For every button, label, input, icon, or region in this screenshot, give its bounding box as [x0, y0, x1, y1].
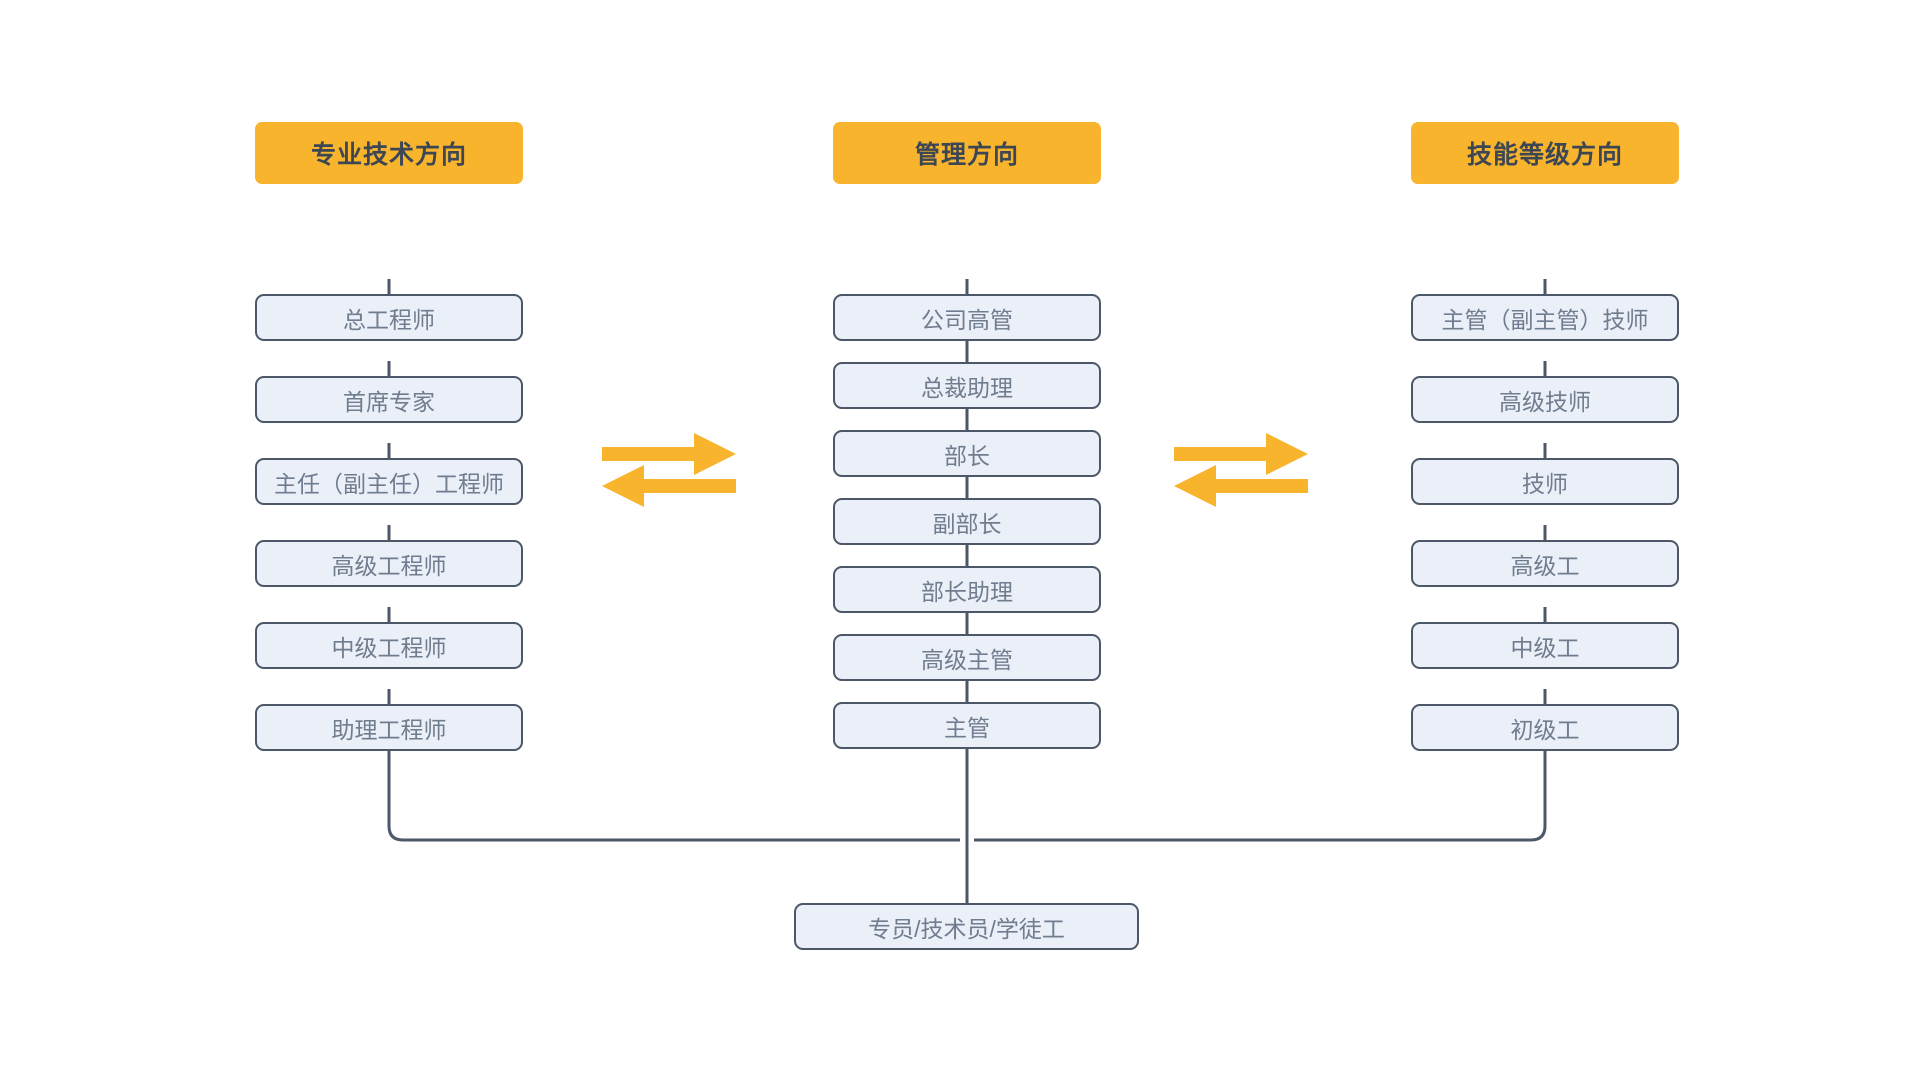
column-header-management[interactable]: 管理方向: [833, 122, 1101, 184]
node-technical-3[interactable]: 高级工程师: [255, 540, 523, 587]
column-skill: 技能等级方向 主管（副主管）技师 高级技师 技师 高级工 中级工 初级工: [1411, 122, 1679, 751]
node-management-0[interactable]: 公司高管: [833, 294, 1101, 341]
arrow-left-icon: [602, 465, 736, 507]
node-technical-5[interactable]: 助理工程师: [255, 704, 523, 751]
arrow-right-icon: [1174, 433, 1308, 475]
arrow-right-icon: [602, 433, 736, 475]
node-management-1[interactable]: 总裁助理: [833, 362, 1101, 409]
column-technical: 专业技术方向 总工程师 首席专家 主任（副主任）工程师 高级工程师 中级工程师 …: [255, 122, 523, 751]
node-technical-0[interactable]: 总工程师: [255, 294, 523, 341]
exchange-technical-management[interactable]: [602, 427, 736, 513]
node-skill-1[interactable]: 高级技师: [1411, 376, 1679, 423]
node-skill-0[interactable]: 主管（副主管）技师: [1411, 294, 1679, 341]
node-management-6[interactable]: 主管: [833, 702, 1101, 749]
arrow-left-icon: [1174, 465, 1308, 507]
node-technical-4[interactable]: 中级工程师: [255, 622, 523, 669]
column-management: 管理方向 公司高管 总裁助理 部长 副部长 部长助理 高级主管 主管: [833, 122, 1101, 749]
node-management-3[interactable]: 副部长: [833, 498, 1101, 545]
node-skill-4[interactable]: 中级工: [1411, 622, 1679, 669]
node-skill-5[interactable]: 初级工: [1411, 704, 1679, 751]
node-skill-3[interactable]: 高级工: [1411, 540, 1679, 587]
node-base-entry-level[interactable]: 专员/技术员/学徒工: [794, 903, 1139, 950]
exchange-management-skill[interactable]: [1174, 427, 1308, 513]
node-technical-2[interactable]: 主任（副主任）工程师: [255, 458, 523, 505]
node-management-4[interactable]: 部长助理: [833, 566, 1101, 613]
node-skill-2[interactable]: 技师: [1411, 458, 1679, 505]
column-header-technical[interactable]: 专业技术方向: [255, 122, 523, 184]
node-management-2[interactable]: 部长: [833, 430, 1101, 477]
column-header-skill[interactable]: 技能等级方向: [1411, 122, 1679, 184]
node-technical-1[interactable]: 首席专家: [255, 376, 523, 423]
node-management-5[interactable]: 高级主管: [833, 634, 1101, 681]
